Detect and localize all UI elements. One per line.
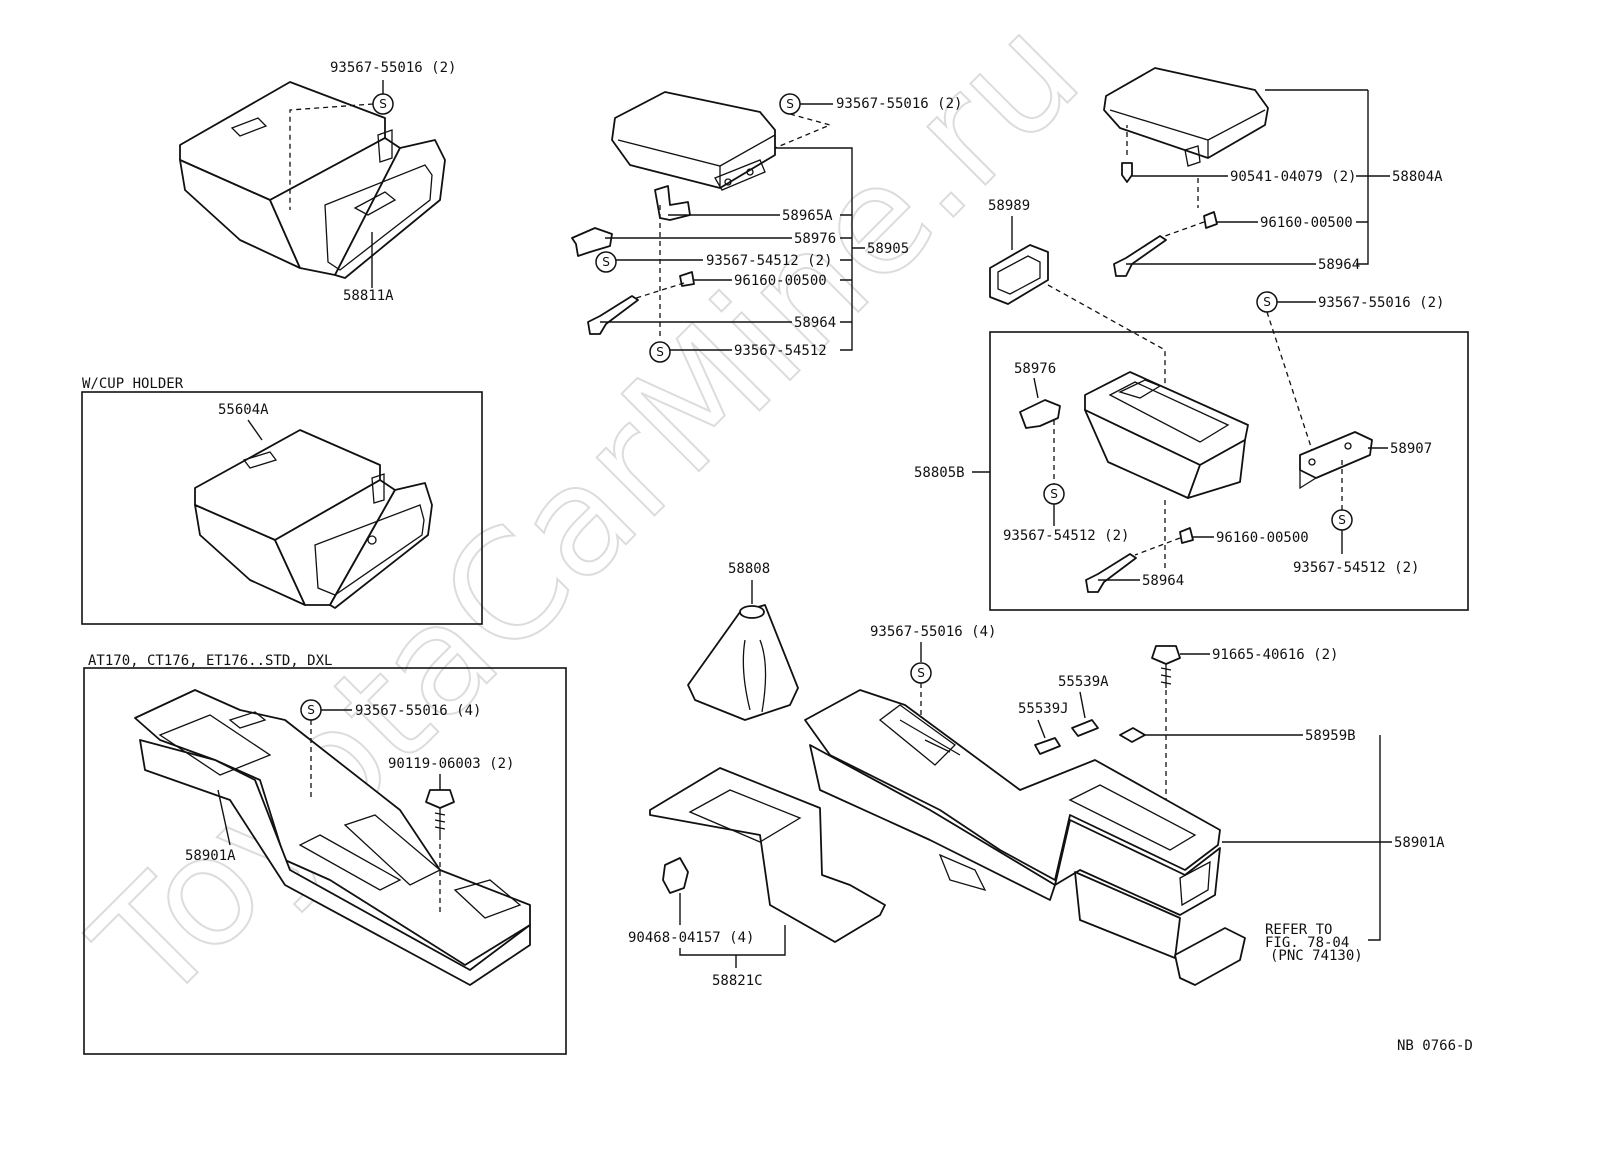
label-tl-box: 58811A: [343, 288, 394, 304]
label-mid-assy: 58905: [867, 241, 909, 257]
part-58804a-lid-illustration: [1103, 67, 1269, 167]
svg-text:S: S: [786, 97, 794, 111]
clip-58976-mid: [571, 227, 613, 257]
symbol-s-box-left: S: [1043, 483, 1065, 505]
lever-58964-right: [1113, 235, 1167, 277]
symbol-s-std: S: [300, 699, 322, 721]
label-r-plate: 58989: [988, 198, 1030, 214]
clip-58976-box: [1019, 399, 1061, 429]
part-58805b-box-illustration: [1084, 371, 1249, 499]
label-r-screw-mid: 93567-55016 (2): [1318, 295, 1444, 311]
svg-text:S: S: [307, 703, 315, 717]
label-mid-screw-top: 93567-55016 (2): [836, 96, 962, 112]
bolt-91665-illustration: [1151, 645, 1181, 688]
group-box-std-dxl: [83, 667, 567, 1055]
svg-text:S: S: [379, 97, 387, 111]
label-clip-a: 55539A: [1058, 674, 1109, 690]
label-box-screw-left: 93567-54512 (2): [1003, 528, 1129, 544]
symbol-s-mid-top: S: [779, 93, 801, 115]
label-box-lever: 58964: [1142, 573, 1184, 589]
lever-58964-mid: [587, 295, 639, 335]
label-main-console: 58901A: [1394, 835, 1445, 851]
bolt-90119-illustration: [425, 789, 455, 835]
label-mid-lever: 58964: [794, 315, 836, 331]
symbol-s-main: S: [910, 662, 932, 684]
label-box-clip: 58976: [1014, 361, 1056, 377]
note-refer-3: (PNC 74130): [1270, 948, 1363, 964]
svg-text:S: S: [1338, 513, 1346, 527]
symbol-s-right-mid: S: [1256, 291, 1278, 313]
clip-55539j: [1034, 737, 1061, 755]
label-mid-hinge: 58965A: [782, 208, 833, 224]
svg-text:S: S: [1263, 295, 1271, 309]
label-pad: 58959B: [1305, 728, 1356, 744]
label-r-assy: 58804A: [1392, 169, 1443, 185]
symbol-s-mid-b: S: [649, 341, 671, 363]
label-main-bolt: 91665-40616 (2): [1212, 647, 1338, 663]
label-clip-small: 90468-04157 (4): [628, 930, 754, 946]
label-box-assy: 58805B: [914, 465, 965, 481]
hinge-58965a: [654, 185, 691, 221]
label-std-console: 58901A: [185, 848, 236, 864]
panel-58821c-illustration: [649, 767, 886, 943]
ashtray-74130-illustration: [1174, 927, 1246, 986]
bracket-58907-illustration: [1299, 431, 1373, 490]
label-r-lid-screw: 90541-04079 (2): [1230, 169, 1356, 185]
nut-96160-right: [1203, 211, 1218, 229]
part-58905-lid-illustration: [611, 91, 776, 191]
part-58811a-illustration: [179, 81, 446, 279]
label-shift-panel: 58821C: [712, 973, 763, 989]
svg-text:S: S: [656, 345, 664, 359]
lever-58964-box: [1085, 553, 1137, 593]
label-main-screw: 93567-55016 (4): [870, 624, 996, 640]
part-58901a-std-illustration: [134, 689, 531, 986]
svg-text:S: S: [1050, 487, 1058, 501]
label-clip-j: 55539J: [1018, 701, 1069, 717]
symbol-s-box-right: S: [1331, 509, 1353, 531]
nut-96160-box: [1179, 527, 1194, 544]
label-mid-screw-b: 93567-54512: [734, 343, 827, 359]
label-r-lever: 58964: [1318, 257, 1360, 273]
svg-text:S: S: [917, 666, 925, 680]
clip-90468-illustration: [662, 857, 689, 894]
note-refer-1: REFER TO: [1265, 922, 1332, 938]
label-mid-nut: 96160-00500: [734, 273, 827, 289]
symbol-s-tl: S: [372, 93, 394, 115]
screw-90541-illustration: [1121, 162, 1133, 183]
label-std-screw: 93567-55016 (4): [355, 703, 481, 719]
drawing-code: NB 0766-D: [1397, 1038, 1473, 1054]
label-mid-clip: 58976: [794, 231, 836, 247]
plate-58989-illustration: [989, 244, 1049, 305]
group-box-cup-holder: [81, 391, 483, 625]
boot-58808-illustration: [687, 604, 799, 721]
label-box-nut: 96160-00500: [1216, 530, 1309, 546]
console-58901a-illustration: [804, 689, 1221, 959]
label-tl-screw: 93567-55016 (2): [330, 60, 456, 76]
label-box-screw-right: 93567-54512 (2): [1293, 560, 1419, 576]
label-mid-screw-a: 93567-54512 (2): [706, 253, 832, 269]
clip-55539a: [1071, 719, 1099, 737]
label-cup-box: 55604A: [218, 402, 269, 418]
label-box-bracket: 58907: [1390, 441, 1432, 457]
group-title-std-dxl: AT170, CT176, ET176..STD, DXL: [88, 653, 332, 669]
label-std-bolt: 90119-06003 (2): [388, 756, 514, 772]
group-box-58805b: [989, 331, 1469, 611]
symbol-s-mid-a: S: [595, 251, 617, 273]
part-55604a-illustration: [194, 429, 433, 609]
note-refer-2: FIG. 78-04: [1265, 935, 1349, 951]
label-r-nut: 96160-00500: [1260, 215, 1353, 231]
group-title-cup-holder: W/CUP HOLDER: [82, 376, 184, 392]
svg-text:S: S: [602, 255, 610, 269]
pad-58959b: [1119, 727, 1146, 743]
label-boot: 58808: [728, 561, 770, 577]
